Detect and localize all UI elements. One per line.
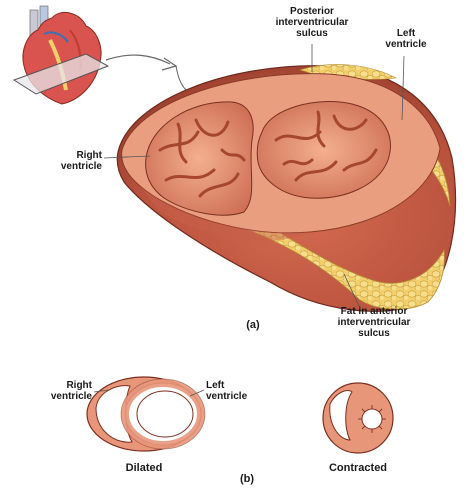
contracted-section xyxy=(323,383,393,453)
label-posterior-sulcus: Posterior interventricular sulcus xyxy=(260,6,364,39)
curved-arrow xyxy=(106,55,186,90)
label-left-ventricle-a: Left ventricle xyxy=(376,28,436,50)
label-left-ventricle-b: Left ventricle xyxy=(206,380,266,402)
label-part-b: (b) xyxy=(232,474,262,485)
whole-heart-icon xyxy=(14,6,108,104)
label-right-ventricle-b: Right ventricle xyxy=(28,380,92,402)
label-fat-anterior-sulcus: Fat in anterior interventricular sulcus xyxy=(318,306,430,339)
heart-cross-section xyxy=(117,64,455,311)
label-contracted: Contracted xyxy=(308,463,408,474)
label-dilated: Dilated xyxy=(104,463,184,474)
label-right-ventricle-a: Right ventricle xyxy=(46,150,102,172)
dilated-section xyxy=(87,377,205,451)
label-part-a: (a) xyxy=(238,320,268,331)
